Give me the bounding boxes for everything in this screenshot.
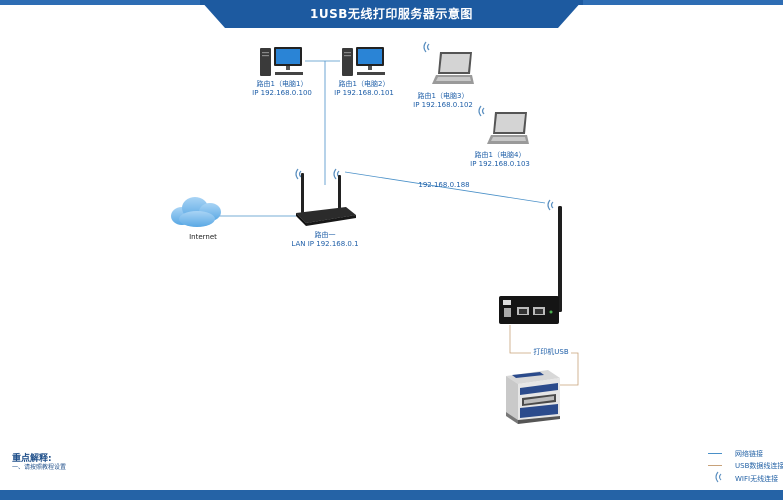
laptop-3-icon[interactable] <box>418 38 476 90</box>
pc1-name: 路由1（电脑1） <box>256 80 308 88</box>
usb-print-server-icon[interactable] <box>495 192 575 328</box>
laptop3-name: 路由1（电脑3） <box>417 92 469 100</box>
router-printserver-wifi-link <box>344 171 546 204</box>
laptop3-ip: IP 192.168.0.102 <box>413 101 473 109</box>
notes-title: 重点解释: <box>12 454 52 464</box>
wireless-router-icon[interactable] <box>290 163 360 227</box>
laptop4-name: 路由1（电脑4） <box>474 151 526 159</box>
print-server-ip: 192.168.0.188 <box>418 181 470 189</box>
wifi-signal-icon <box>423 41 430 53</box>
title-bar: 1USB无线打印服务器示意图 <box>0 0 783 30</box>
printer-icon[interactable] <box>498 364 568 426</box>
laptop4-ip: IP 192.168.0.103 <box>470 160 530 168</box>
wifi-signal-icon <box>478 105 485 117</box>
legend-wifi-label: WIFI无线连接 <box>735 475 779 483</box>
footer-bar <box>0 490 783 500</box>
desktop-computer-1-icon[interactable] <box>258 44 306 80</box>
usb-link <box>509 325 579 386</box>
router-ip: LAN IP 192.168.0.1 <box>291 240 359 248</box>
notes-item-1: 一、请按照教程设置 <box>12 464 67 471</box>
pc2-ip: IP 192.168.0.101 <box>334 89 394 97</box>
pc1-ip: IP 192.168.0.100 <box>252 89 312 97</box>
printer-usb-label: 打印机USB <box>531 348 571 357</box>
legend-usb-line <box>708 465 722 466</box>
router-name: 路由一 <box>314 231 336 239</box>
laptop-4-icon[interactable] <box>473 102 531 150</box>
page-title: 1USB无线打印服务器示意图 <box>310 7 473 21</box>
legend-wifi-icon <box>715 471 722 483</box>
legend-network-line <box>708 453 722 454</box>
legend-usb-label: USB数据线连接 <box>735 462 783 470</box>
pc2-name: 路由1（电脑2） <box>338 80 390 88</box>
internet-cloud-icon <box>171 197 221 227</box>
internet-label: Internet <box>189 233 217 241</box>
desktop-computer-2-icon[interactable] <box>340 44 388 80</box>
title-bar-shape <box>0 0 783 28</box>
wifi-signal-icon <box>547 199 554 211</box>
legend-network-label: 网络链接 <box>735 450 763 458</box>
